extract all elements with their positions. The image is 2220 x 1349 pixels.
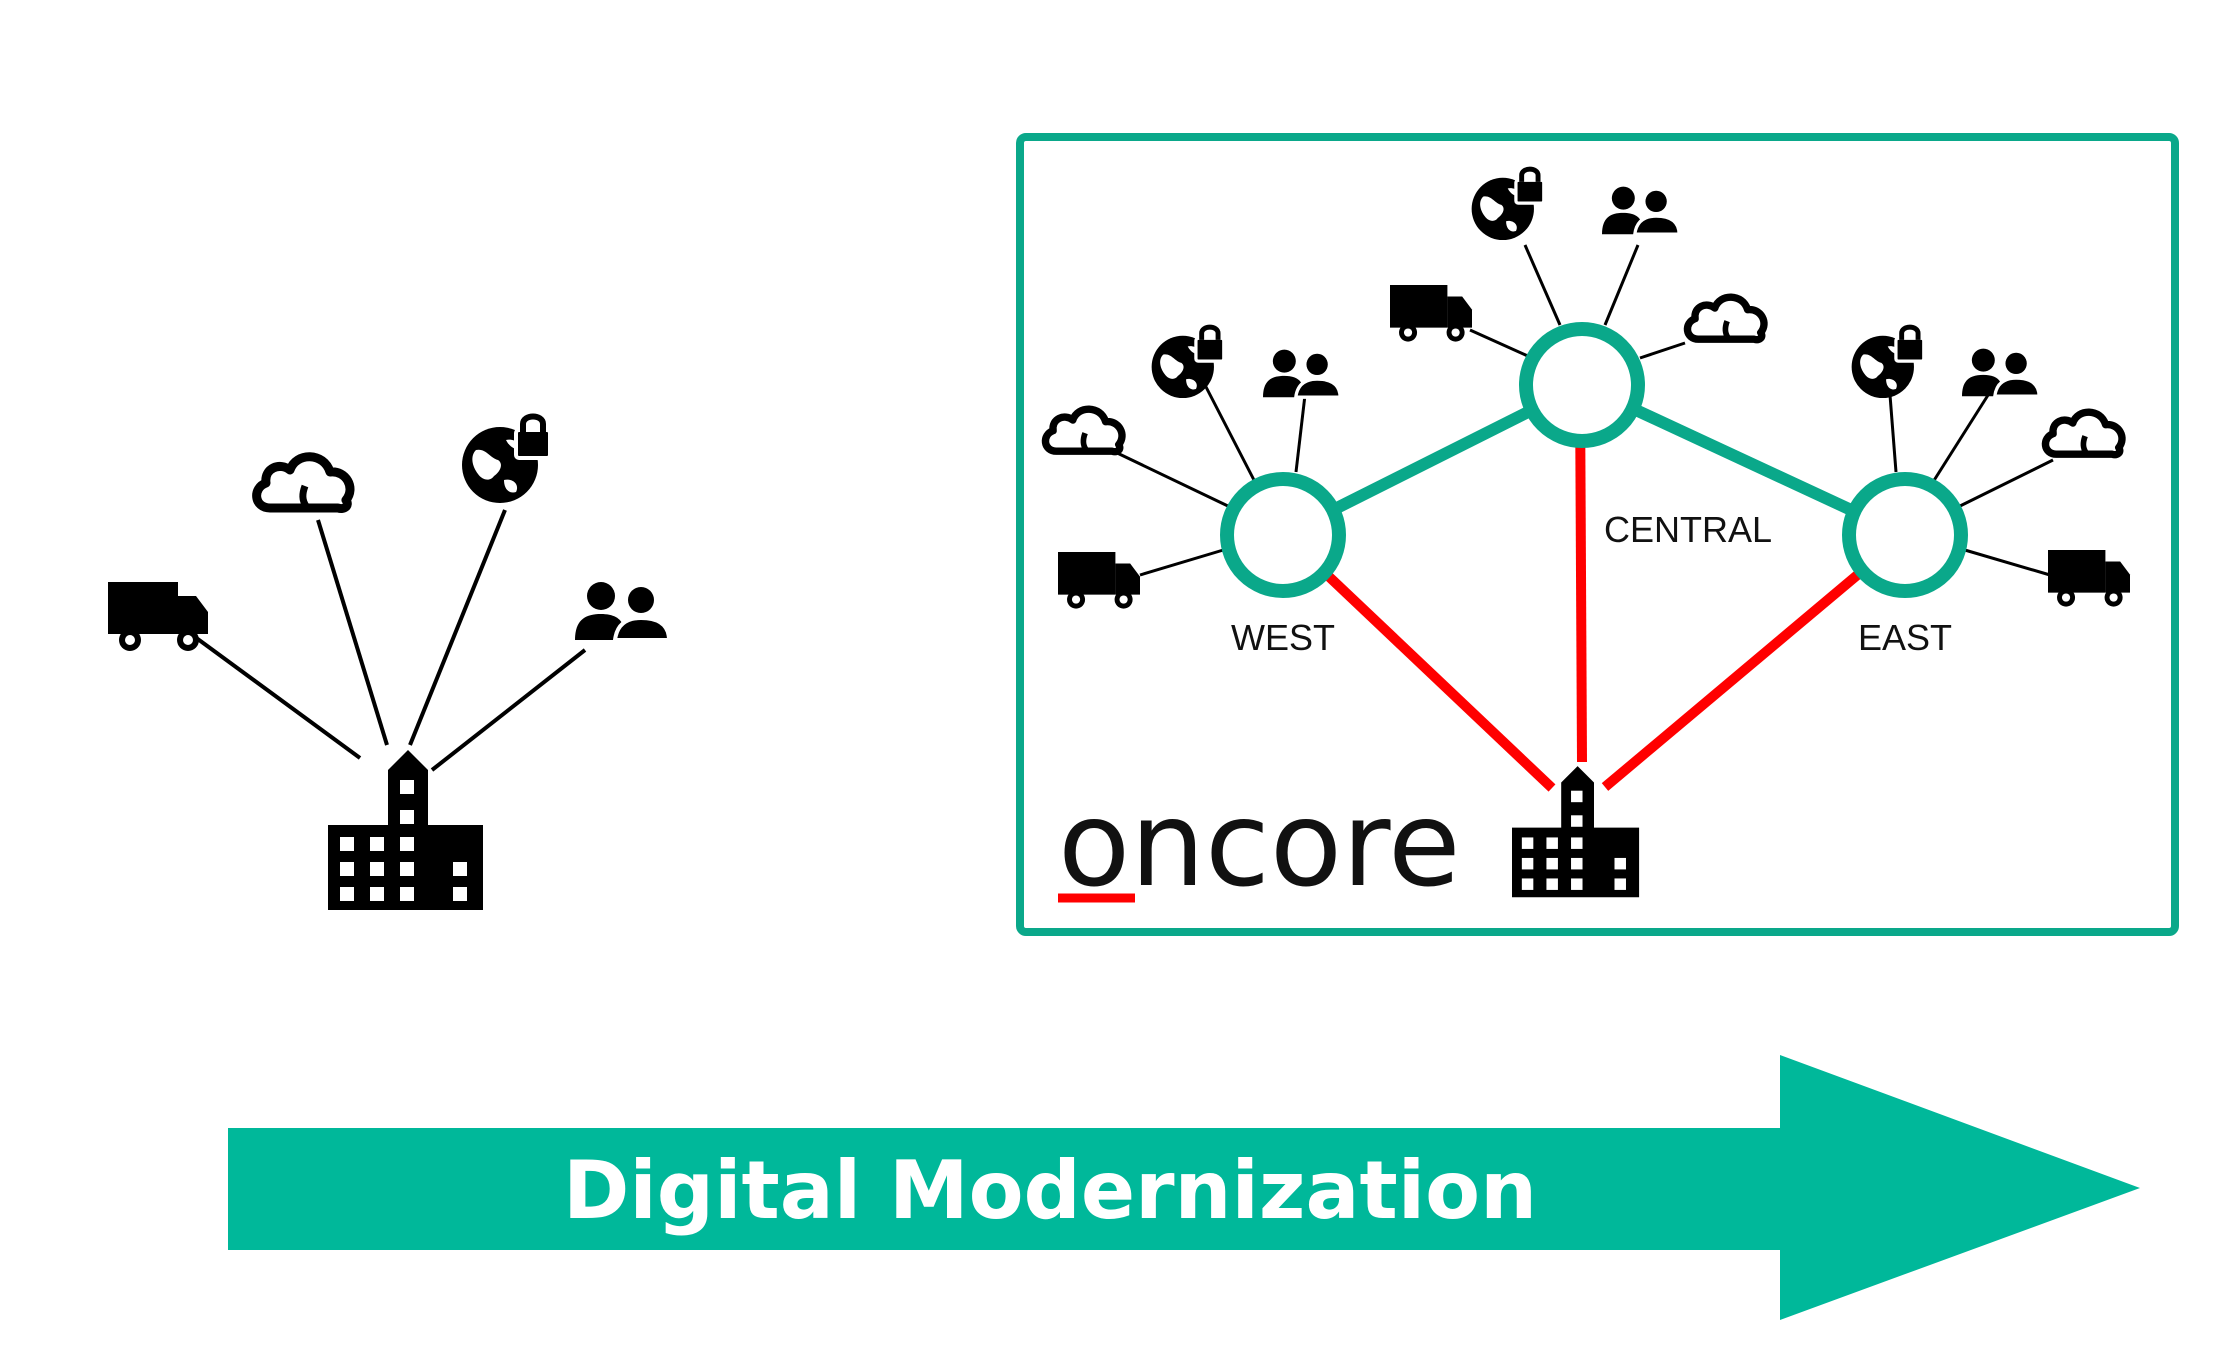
oncore-network-frame [1016, 133, 2179, 936]
oncore-network: WEST CENTRAL EAST oncore [1045, 169, 2130, 913]
secure-globe-icon [1472, 169, 1544, 240]
oncore-logo: oncore [1058, 775, 1461, 913]
secure-globe-icon [462, 417, 550, 504]
central-label: CENTRAL [1604, 509, 1772, 550]
building-icon [1512, 766, 1640, 898]
users-icon [573, 580, 671, 642]
users-icon [1261, 348, 1342, 399]
cloud-icon [1045, 409, 1122, 451]
secure-globe-icon [1852, 327, 1924, 398]
users-icon [1960, 346, 2041, 398]
cloud-icon [257, 457, 350, 509]
arrow-label: Digital Modernization [563, 1144, 1537, 1237]
cloud-icon [1687, 297, 1764, 339]
east-node [1842, 472, 1968, 598]
west-node [1220, 472, 1346, 598]
legacy-architecture [108, 417, 671, 910]
building-icon [328, 750, 483, 910]
east-label: EAST [1858, 617, 1952, 658]
truck-icon [1390, 285, 1472, 342]
west-label: WEST [1231, 617, 1335, 658]
users-icon [1600, 184, 1681, 236]
cloud-icon [2045, 412, 2122, 454]
digital-modernization-arrow [228, 1055, 2140, 1320]
truck-icon [1058, 552, 1140, 609]
truck-icon [108, 582, 208, 651]
secure-globe-icon [1152, 327, 1224, 398]
central-node [1519, 322, 1645, 448]
truck-icon [2048, 550, 2130, 607]
